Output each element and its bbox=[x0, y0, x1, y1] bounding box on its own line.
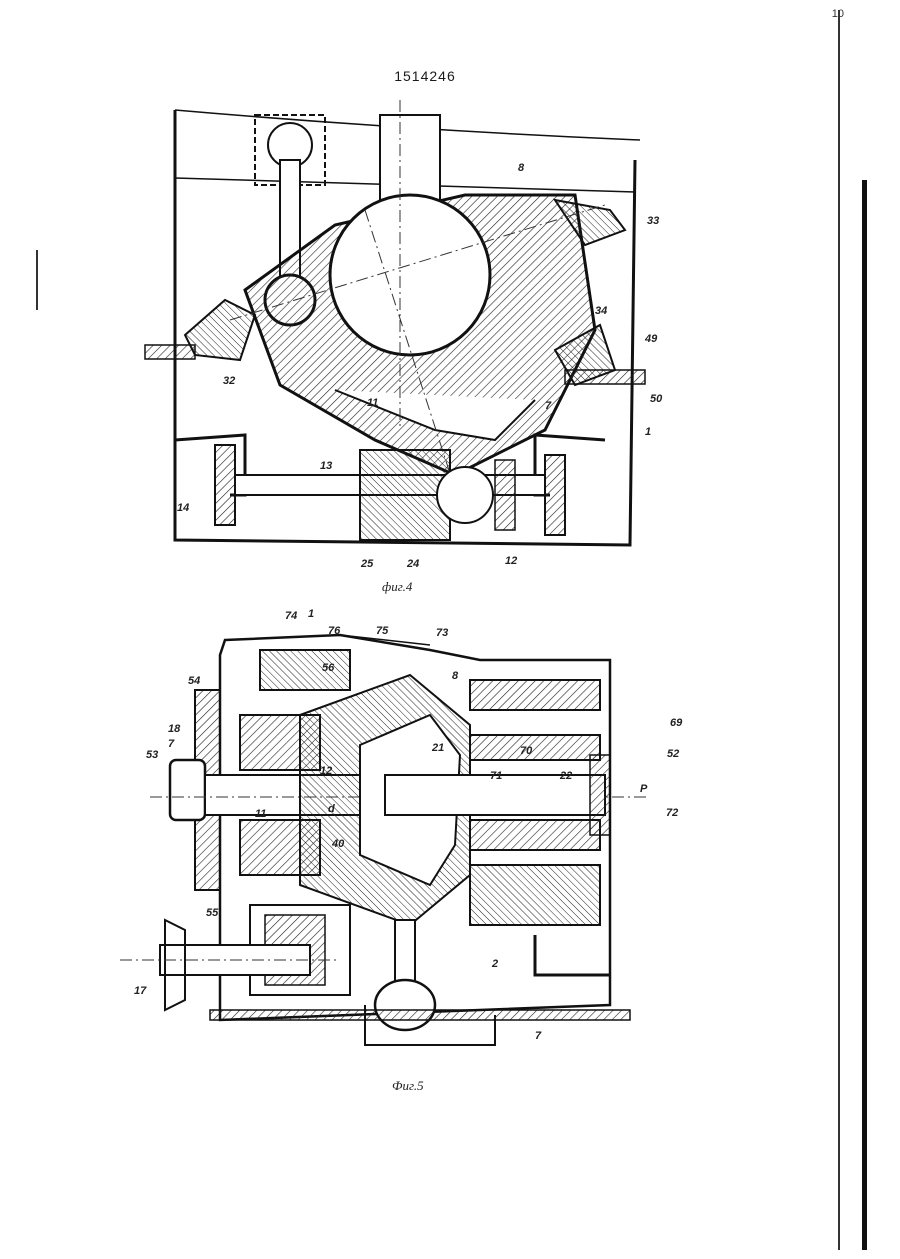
callout-label: 50 bbox=[650, 393, 662, 405]
scan-edge-bar bbox=[862, 180, 867, 1250]
figure-5-caption: Фиг.5 bbox=[392, 1078, 424, 1094]
callout-label: 73 bbox=[436, 627, 448, 639]
callout-label: 76 bbox=[328, 625, 340, 637]
callout-label: 1 bbox=[308, 608, 314, 620]
callout-label: 12 bbox=[320, 765, 332, 777]
callout-label: 74 bbox=[285, 610, 297, 622]
callout-label: 53 bbox=[146, 749, 158, 761]
callout-label: 32 bbox=[223, 375, 235, 387]
scan-edge-line bbox=[838, 10, 840, 1250]
callout-label: 25 bbox=[361, 558, 373, 570]
callout-label: 21 bbox=[432, 742, 444, 754]
callout-label: 7 bbox=[535, 1030, 541, 1042]
figure-4-svg bbox=[135, 100, 675, 570]
callout-label: 13 bbox=[320, 460, 332, 472]
callout-label: 12 bbox=[505, 555, 517, 567]
figure-5-drawing: 74 1 76 75 73 54 56 8 18 7 21 69 53 12 7… bbox=[110, 605, 710, 1065]
callout-label: 8 bbox=[452, 670, 458, 682]
callout-label: d bbox=[328, 803, 335, 815]
ball-joint bbox=[330, 195, 490, 355]
callout-label: 56 bbox=[322, 662, 334, 674]
callout-label: 75 bbox=[376, 625, 388, 637]
callout-label: 34 bbox=[595, 305, 607, 317]
callout-label: 70 bbox=[520, 745, 532, 757]
callout-label: 72 bbox=[666, 807, 678, 819]
scan-mark bbox=[36, 250, 38, 310]
callout-label: 54 bbox=[188, 675, 200, 687]
callout-label: 22 bbox=[560, 770, 572, 782]
callout-label: 7 bbox=[168, 738, 174, 750]
callout-label: 55 bbox=[206, 907, 218, 919]
callout-label: 33 bbox=[647, 215, 659, 227]
callout-label: 24 bbox=[407, 558, 419, 570]
callout-label: P bbox=[640, 783, 647, 795]
document-number: 1514246 bbox=[385, 68, 465, 84]
callout-label: 8 bbox=[518, 162, 524, 174]
callout-label: 14 bbox=[177, 502, 189, 514]
callout-label: 40 bbox=[332, 838, 344, 850]
figure-4-drawing: 8 33 34 49 50 1 7 11 32 13 14 25 24 12 bbox=[135, 100, 675, 570]
callout-label: 17 bbox=[134, 985, 146, 997]
callout-label: 11 bbox=[367, 397, 378, 409]
callout-label: 18 bbox=[168, 723, 180, 735]
callout-label: 71 bbox=[490, 770, 502, 782]
callout-label: 52 bbox=[667, 748, 679, 760]
callout-label: 7 bbox=[545, 400, 551, 412]
callout-label: 49 bbox=[645, 333, 657, 345]
figure-5-svg bbox=[110, 605, 710, 1065]
callout-label: 11 bbox=[255, 808, 266, 820]
callout-label: 1 bbox=[645, 426, 651, 438]
callout-label: 2 bbox=[492, 958, 498, 970]
figure-4-caption: фиг.4 bbox=[382, 579, 412, 595]
callout-label: 69 bbox=[670, 717, 682, 729]
